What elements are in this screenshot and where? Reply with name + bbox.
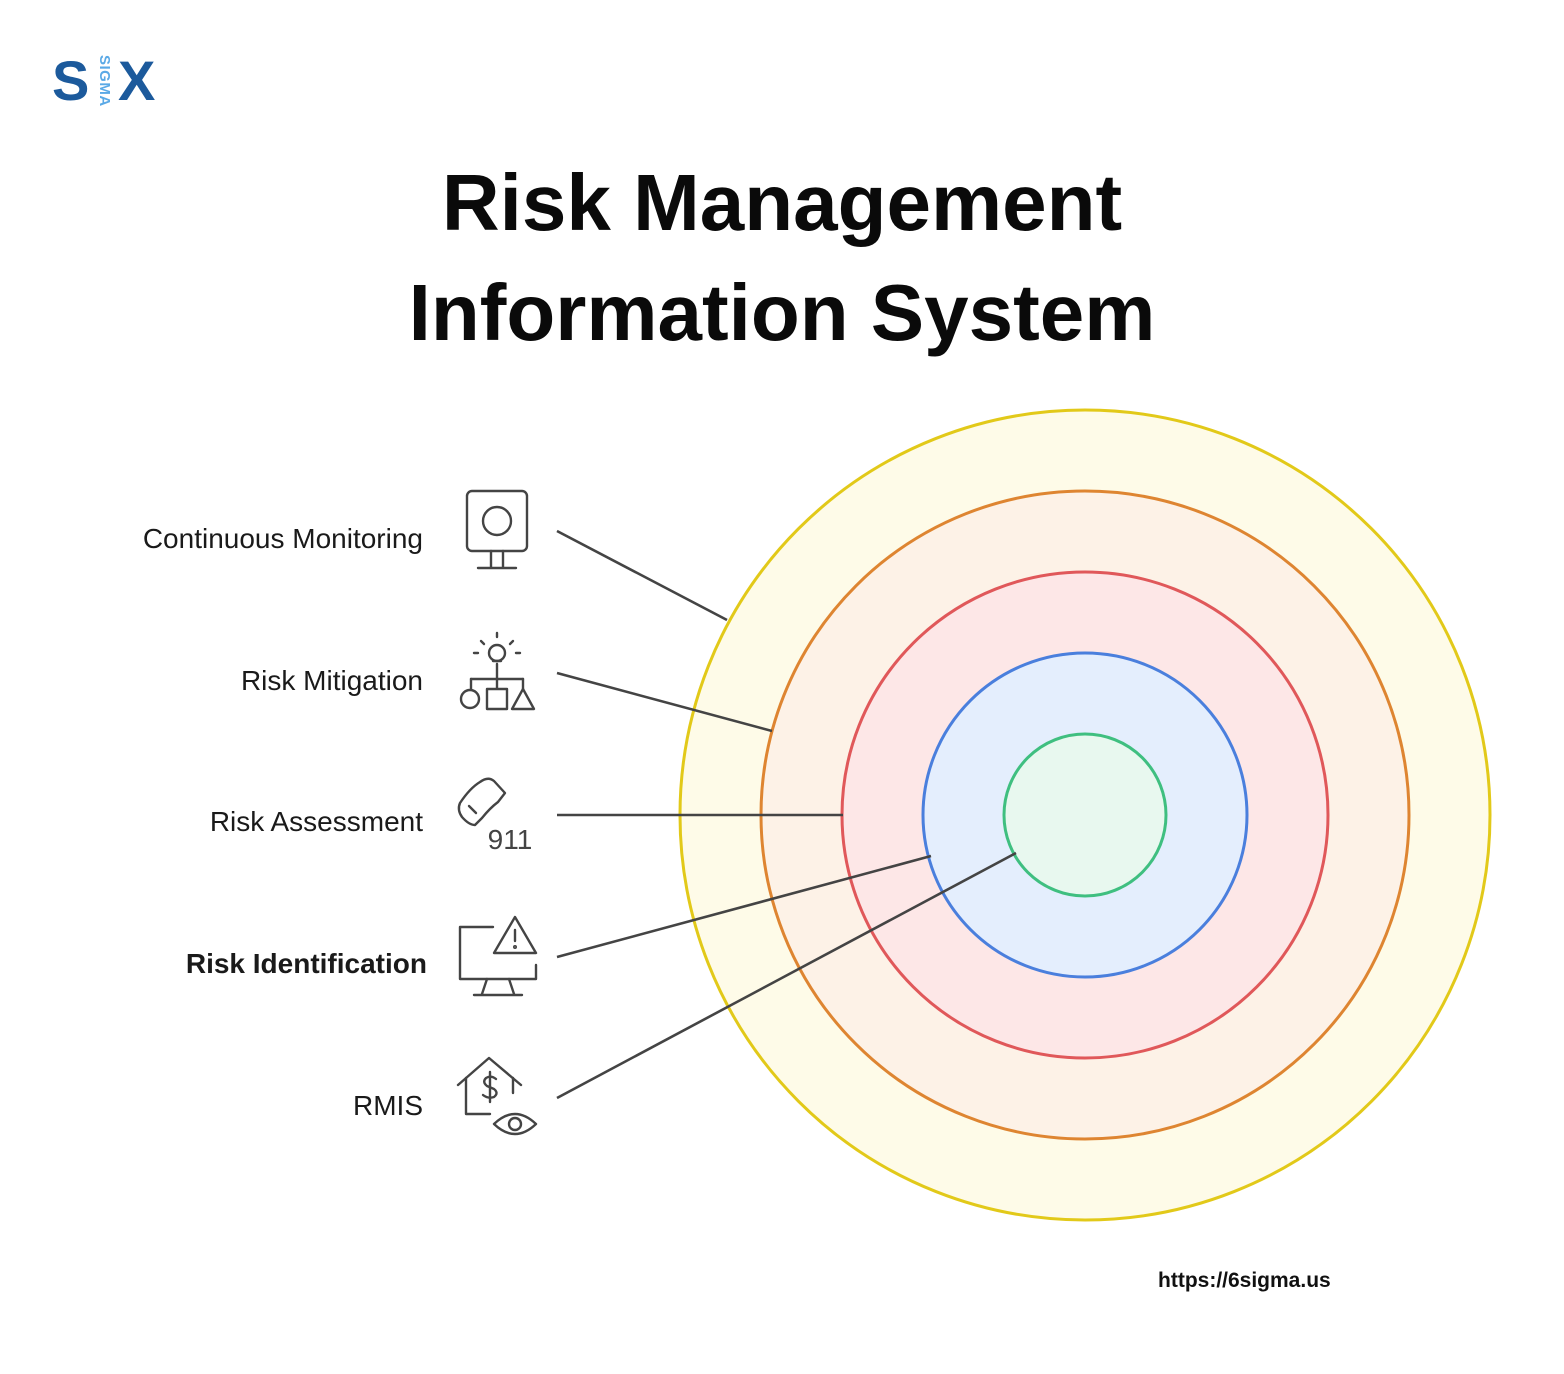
layer-label-risk-mitigation: Risk Mitigation — [240, 665, 423, 696]
house-dollar-eye-icon — [456, 1056, 538, 1136]
connector-risk-mitigation — [556, 671, 773, 733]
layer-label-rmis: RMIS — [353, 1090, 423, 1121]
brand-logo: S SIGMA X — [52, 50, 164, 112]
layer-label-risk-identification: Risk Identification — [185, 948, 427, 979]
monitoring-camera-icon — [465, 489, 529, 570]
connector-rmis — [556, 851, 1017, 1100]
logo-letter-s: S — [52, 49, 90, 112]
emergency-number-text: 911 — [488, 824, 533, 855]
page-title-line-2: Information System — [408, 268, 1156, 357]
source-url: https://6sigma.us — [1158, 1269, 1331, 1292]
layer-label-risk-assessment: Risk Assessment — [209, 806, 423, 837]
monitor-warning-icon — [458, 915, 538, 997]
connector-continuous-monitoring — [556, 529, 728, 622]
page-title-line-1: Risk Management — [441, 158, 1123, 247]
logo-sigma-text: SIGMA — [96, 55, 113, 107]
layer-label-continuous-monitoring: Continuous Monitoring — [142, 523, 423, 554]
idea-shapes-flow-icon — [459, 631, 536, 711]
ring-rmis — [1002, 732, 1168, 898]
emergency-phone-911-icon — [457, 777, 507, 827]
logo-letter-x: X — [118, 49, 156, 112]
connector-risk-identification — [556, 854, 932, 959]
